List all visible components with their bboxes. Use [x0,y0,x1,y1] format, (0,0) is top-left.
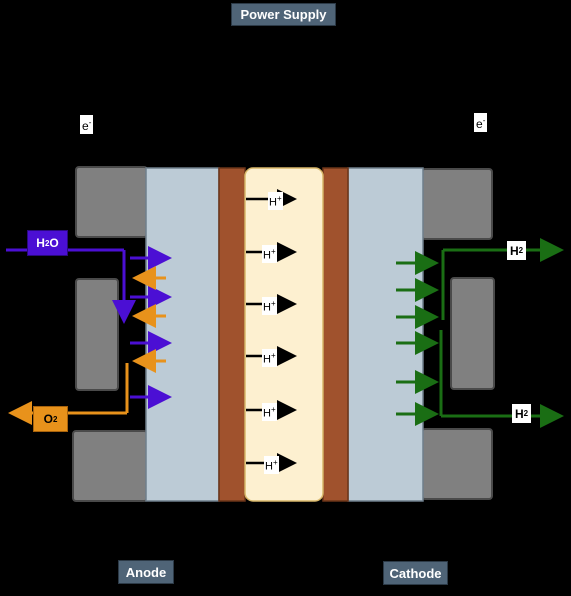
proton-label-3: H+ [262,297,277,315]
hydrogen-flow [396,238,564,428]
electron-left: e- [80,115,94,134]
proton-label-1: H+ [268,192,283,210]
anode-block-top [75,166,148,238]
cathode-catalyst-layer [322,167,349,502]
cathode-block-top [421,168,493,240]
oxygen-flow [8,266,166,425]
proton-label-2: H+ [262,245,277,263]
membrane [244,167,324,502]
proton-label-6: H+ [264,456,279,474]
anode-catalyst-layer [218,167,246,502]
anode-block-bottom [72,430,148,502]
cathode-plate [347,167,424,502]
power-supply-label: Power Supply [231,3,336,26]
water-flow [6,246,172,409]
electron-right: e- [474,113,488,132]
cathode-block-middle [450,277,495,390]
anode-label: Anode [118,560,174,584]
cathode-label: Cathode [383,561,448,585]
anode-block-middle [75,278,119,391]
cathode-block-bottom [421,428,493,500]
anode-plate [145,167,220,502]
proton-label-5: H+ [262,403,277,421]
proton-label-4: H+ [262,349,277,367]
